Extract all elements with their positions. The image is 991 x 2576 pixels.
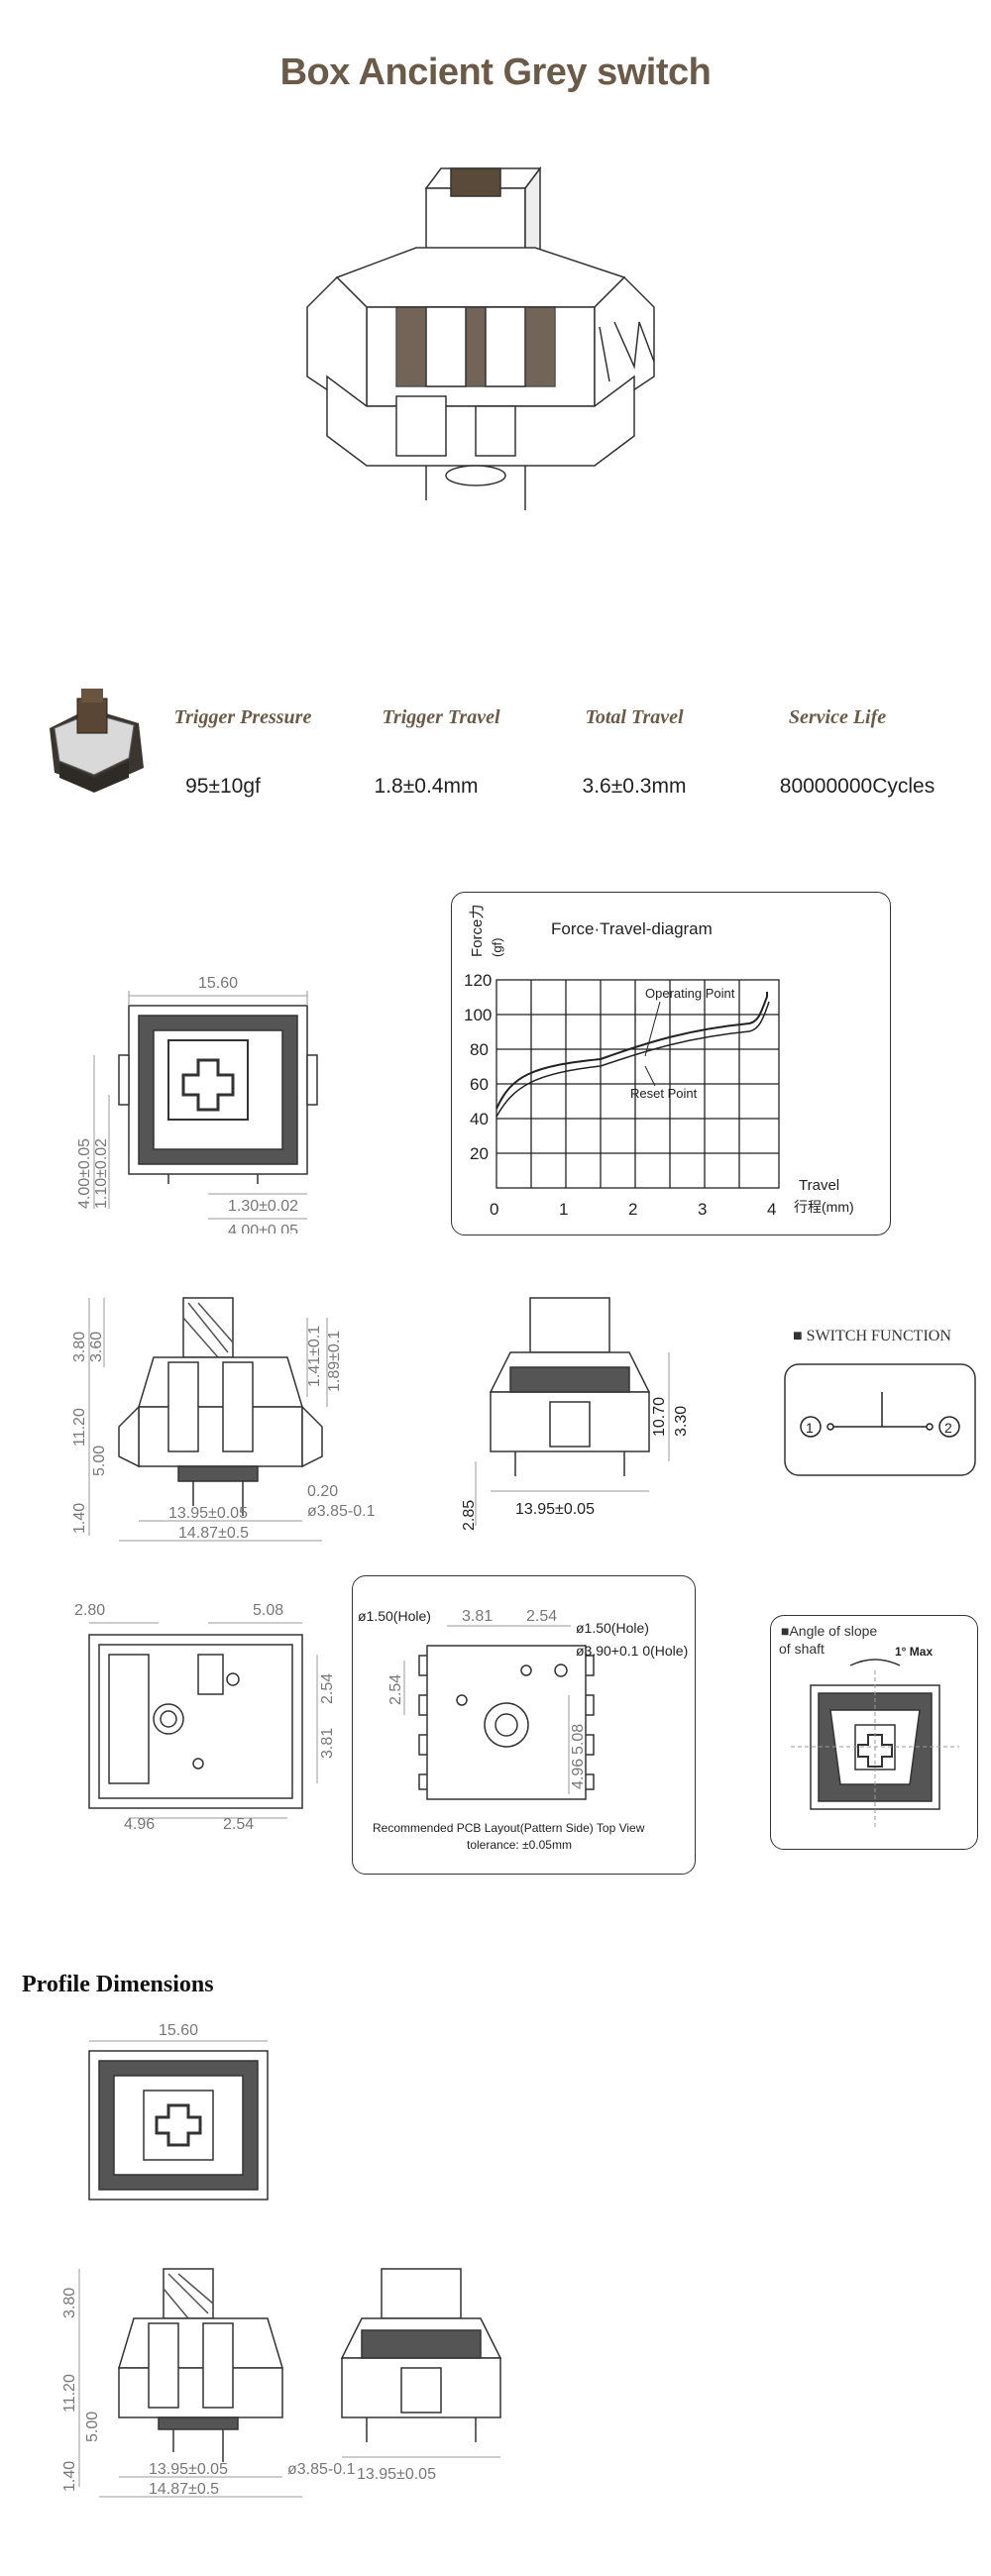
dim-1487: 14.87±0.5: [178, 1525, 249, 1542]
spec-value-trigger-pressure: 95±10gf: [185, 775, 261, 798]
angle-of-slope-panel: ■Angle of slope of shaft 1° Max: [770, 1615, 978, 1850]
dim-508: 5.08: [253, 1602, 283, 1619]
pcb-dim-496: 4.96: [570, 1759, 587, 1789]
profile-dim-500: 5.00: [84, 2412, 101, 2442]
dim-360: 3.60: [88, 1332, 105, 1362]
dim-110: 1.10±0.02: [93, 1138, 110, 1209]
dim-top-width: 15.60: [198, 976, 238, 992]
profile-dim-1120: 11.20: [61, 2374, 78, 2413]
angle-max-label: 1° Max: [895, 1645, 933, 1659]
square-bullet-icon: ■: [793, 1328, 803, 1344]
pin-2-label: 2: [944, 1420, 952, 1436]
pin-1-label: 1: [806, 1420, 814, 1436]
pcb-caption-2: tolerance: ±0.05mm: [467, 1838, 572, 1852]
dim-400: 4.00±0.05: [76, 1138, 93, 1209]
angle-label-2: of shaft: [779, 1641, 825, 1657]
dim-1395b: 13.95±0.05: [515, 1501, 595, 1518]
dim-189: 1.89±0.1: [326, 1331, 343, 1392]
dim-280: 2.80: [74, 1602, 105, 1619]
dim-020: 0.20: [307, 1483, 338, 1500]
switch-thumbnail-image: [50, 689, 144, 793]
spec-value-total-travel: 3.6±0.3mm: [582, 775, 687, 798]
x-tick-0: 0: [490, 1200, 498, 1219]
page-title: Box Ancient Grey switch: [279, 52, 712, 93]
profile-dim-1395b: 13.95±0.05: [357, 2466, 436, 2483]
y-tick-100: 100: [464, 1006, 492, 1024]
force-curve-release: [496, 1001, 770, 1118]
spec-value-service-life: 80000000Cycles: [779, 775, 936, 798]
profile-front-view-drawing: 3.80 11.20 5.00 1.40 13.95±0.05 14.87±0.…: [61, 2268, 356, 2498]
pcb-dim-508: 5.08: [570, 1724, 587, 1755]
top-view-drawing: 15.60 4.00±0.05 1.10±0.02 1.30±0.02 4.00…: [76, 976, 318, 1234]
profile-dim-1487: 14.87±0.5: [149, 2481, 219, 2498]
force-curve-press: [496, 992, 768, 1110]
pcb-dim-254v: 2.54: [387, 1674, 404, 1705]
dim-381: 3.81: [319, 1728, 336, 1759]
x-tick-1: 1: [559, 1200, 568, 1219]
spec-label-total-travel: Total Travel: [585, 706, 684, 728]
spec-label-service-life: Service Life: [788, 706, 887, 728]
dim-1070: 10.70: [651, 1397, 668, 1437]
profile-top-view-drawing: 15.60: [88, 2022, 269, 2200]
dim-380: 3.80: [71, 1332, 88, 1362]
pcb-hole-1-label: ø1.50(Hole): [358, 1608, 431, 1624]
profile-side-view-drawing: 13.95±0.05: [340, 2268, 502, 2483]
switch-function-circuit: 1 2: [784, 1363, 976, 1476]
profile-dim-385: ø3.85-0.1: [287, 2461, 356, 2478]
diagram-grid: [496, 979, 780, 1189]
dim-140: 1.40: [71, 1503, 88, 1534]
front-view-drawing: 3.80 3.60 11.20 5.00 1.40 1.41±0.1 1.89±…: [71, 1297, 376, 1542]
spec-label-trigger-pressure: Trigger Pressure: [173, 706, 312, 728]
switch-function-label: SWITCH FUNCTION: [806, 1328, 951, 1344]
dim-254: 2.54: [319, 1673, 336, 1704]
diagram-y-label-1: Force力: [469, 905, 486, 957]
angle-label-1: ■Angle of slope: [781, 1623, 877, 1639]
pcb-hole-2-label: ø1.50(Hole): [576, 1620, 649, 1636]
dim-330: 3.30: [673, 1406, 690, 1437]
y-tick-40: 40: [470, 1110, 489, 1128]
pcb-dim-254: 2.54: [526, 1608, 557, 1625]
x-tick-4: 4: [767, 1200, 776, 1219]
y-tick-80: 80: [470, 1040, 489, 1059]
reset-point-label: Reset Point: [630, 1086, 698, 1101]
profile-dim-1395: 13.95±0.05: [149, 2461, 228, 2478]
x-axis-label-2: 行程(mm): [794, 1199, 854, 1215]
dim-1395: 13.95±0.05: [168, 1505, 248, 1522]
y-tick-20: 20: [470, 1144, 489, 1163]
spec-label-trigger-travel: Trigger Travel: [382, 706, 500, 728]
profile-dim-380: 3.80: [61, 2288, 78, 2318]
profile-dim-140: 1.40: [61, 2461, 78, 2492]
pcb-hole-3-label: ø3.90+0.1 0(Hole): [576, 1643, 688, 1659]
pcb-dim-381: 3.81: [462, 1608, 493, 1625]
x-tick-2: 2: [628, 1200, 637, 1219]
y-tick-120: 120: [464, 971, 492, 990]
bottom-view-drawing: 2.80 5.08 2.54 3.81 4.96 2.54: [74, 1602, 336, 1833]
force-travel-diagram: Force·Travel-diagram Force力 (gf) Operati…: [451, 892, 891, 1235]
side-view-drawing: 10.70 3.30 2.85 13.95±0.05: [461, 1297, 690, 1531]
dim-130: 1.30±0.02: [228, 1198, 298, 1215]
operating-point-label: Operating Point: [645, 986, 735, 1001]
y-tick-60: 60: [470, 1075, 489, 1094]
dim-400b: 4.00±0.05: [228, 1223, 298, 1234]
pcb-caption-1: Recommended PCB Layout(Pattern Side) Top…: [373, 1821, 645, 1835]
switch-3d-illustration: [306, 165, 655, 510]
dim-385: ø3.85-0.1: [307, 1503, 376, 1520]
switch-function-heading: ■ SWITCH FUNCTION: [793, 1328, 951, 1345]
x-axis-label-1: Travel: [799, 1177, 839, 1194]
dim-1120: 11.20: [71, 1408, 88, 1447]
dim-141: 1.41±0.1: [306, 1326, 323, 1387]
x-tick-3: 3: [698, 1200, 707, 1219]
dim-496: 4.96: [124, 1816, 155, 1833]
pcb-layout-panel: ø1.50(Hole) ø1.50(Hole) ø3.90+0.1 0(Hole…: [352, 1575, 696, 1875]
diagram-y-label-2: (gf): [490, 938, 504, 958]
dim-500: 5.00: [91, 1446, 108, 1476]
profile-dim-top-width: 15.60: [159, 2022, 198, 2039]
dim-285: 2.85: [461, 1500, 478, 1531]
diagram-title: Force·Travel-diagram: [551, 919, 713, 938]
dim-254b: 2.54: [223, 1816, 254, 1833]
profile-dimensions-title: Profile Dimensions: [22, 1972, 214, 1997]
spec-value-trigger-travel: 1.8±0.4mm: [374, 775, 479, 798]
